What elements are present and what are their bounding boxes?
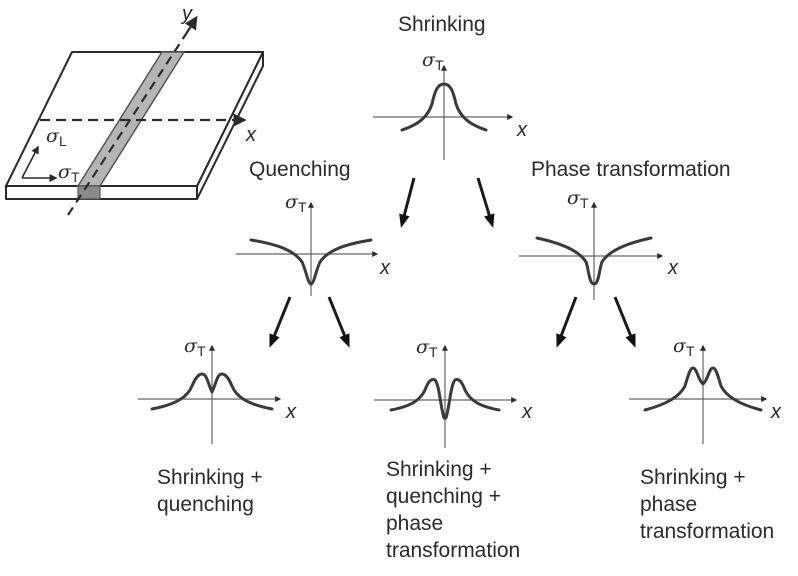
sigma-l-arrow [21, 145, 39, 179]
plate-x-label: x [245, 124, 257, 146]
arrow-shrinking-to-phase [476, 177, 495, 228]
plate-y-axis [67, 33, 187, 216]
plot-sp-x-label: x [770, 401, 782, 423]
plot-sp-y-label: σT [673, 335, 695, 359]
quenching-title: Quenching [249, 158, 351, 181]
plot-quenching-y-label: σT [285, 191, 307, 215]
plot-phase-curve [535, 236, 653, 286]
sp-caption: Shrinking + phase transformation [640, 466, 774, 543]
weld-bead-edge [77, 185, 101, 200]
flow-arrows [269, 177, 636, 348]
arrow-quenching-to-sqp [327, 296, 350, 348]
plate-y-label: y [180, 3, 193, 25]
plot-phase: σT x [519, 187, 679, 300]
plot-phase-x-label: x [667, 257, 679, 279]
arrow-phase-to-sqp [556, 296, 578, 348]
arrow-shrinking-to-quenching [399, 177, 416, 228]
plot-phase-y-label: σT [567, 187, 589, 211]
plot-quenching-curve [249, 238, 373, 286]
sq-caption: Shrinking + quenching [157, 466, 269, 516]
plot-sp: σT x [629, 335, 782, 444]
plot-sq-x-label: x [285, 401, 297, 423]
shrinking-title: Shrinking [398, 13, 486, 36]
sigma-t-label: σT [58, 161, 80, 185]
plot-sp-curve [643, 366, 763, 412]
plate-front-face [5, 185, 198, 200]
plot-shrinking: σT x [373, 49, 528, 160]
plot-sqp: σT x [374, 336, 533, 448]
plot-sqp-y-label: σT [416, 336, 438, 360]
plot-quenching-x-label: x [379, 257, 391, 279]
plot-shrinking-curve [400, 82, 488, 132]
sigma-l-label: σL [46, 125, 67, 149]
arrow-quenching-to-sq [269, 296, 292, 348]
plot-shrinking-y-label: σT [422, 49, 444, 73]
sqp-caption: Shrinking + quenching + phase transforma… [386, 458, 520, 562]
plot-sqp-x-label: x [521, 401, 533, 423]
plot-sqp-curve [389, 378, 501, 420]
plot-quenching: σT x [236, 191, 391, 296]
plot-sq-y-label: σT [184, 335, 206, 359]
plot-sq: σT x [138, 335, 297, 444]
plot-sq-curve [150, 372, 274, 411]
plot-shrinking-x-label: x [516, 119, 528, 141]
arrow-phase-to-sp [613, 296, 636, 348]
phase-title: Phase transformation [531, 158, 731, 181]
welded-plate: y x σL σT [5, 3, 264, 216]
